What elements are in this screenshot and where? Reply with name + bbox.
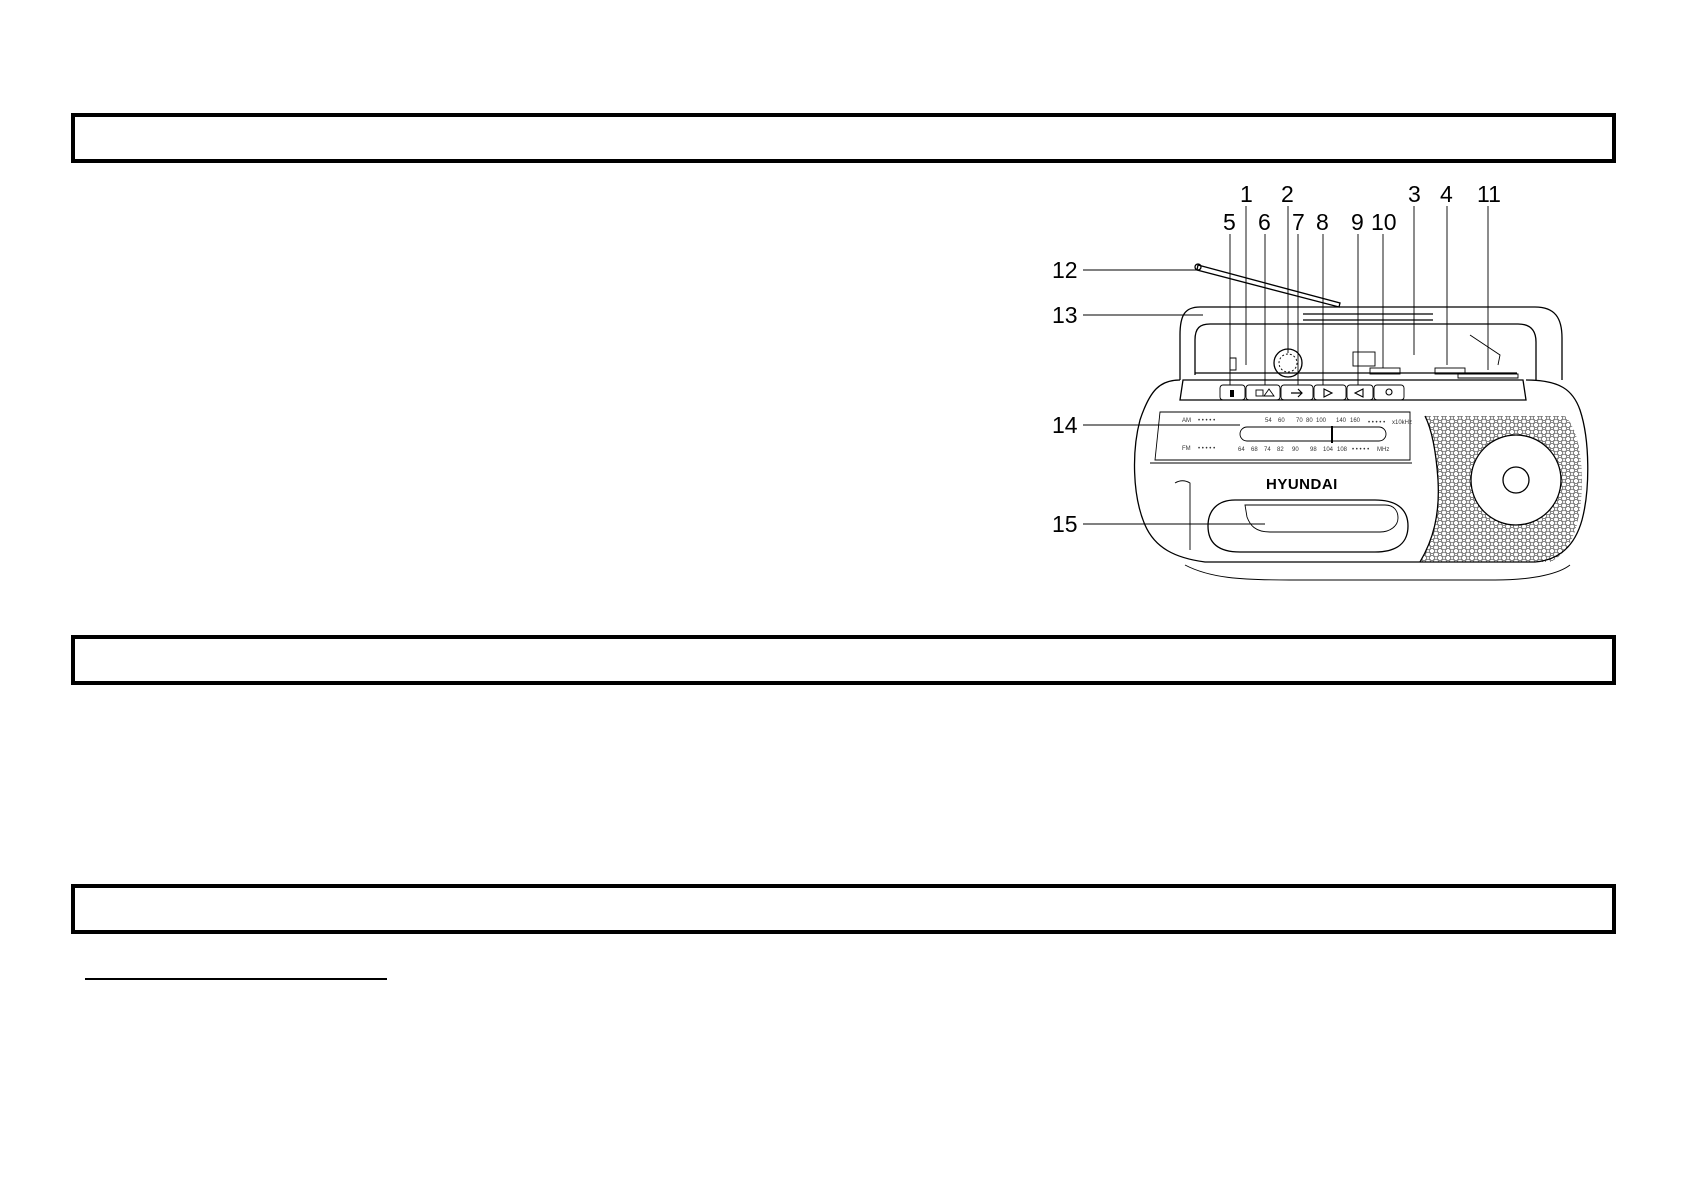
- dial-fm-unit: MHz: [1377, 447, 1389, 453]
- callout-8: 8: [1316, 209, 1329, 235]
- callout-2: 2: [1281, 181, 1294, 207]
- dial-fm-64: 64: [1238, 447, 1245, 453]
- dial-am-60: 60: [1278, 418, 1285, 424]
- callout-1: 1: [1240, 181, 1253, 207]
- dial-fm-104: 104: [1323, 447, 1334, 453]
- svg-text:• • • • •: • • • • •: [1352, 447, 1369, 453]
- dial-am-80: 80: [1306, 418, 1313, 424]
- svg-text:• • • • •: • • • • •: [1198, 446, 1215, 452]
- dial-am-70: 70: [1296, 418, 1303, 424]
- callout-15: 15: [1052, 511, 1078, 537]
- callout-12: 12: [1052, 257, 1078, 283]
- callout-11: 11: [1477, 181, 1501, 207]
- section-header-box-2: [71, 635, 1616, 685]
- dial-fm-90: 90: [1292, 447, 1299, 453]
- dial-am-unit: x10kHz: [1392, 420, 1412, 426]
- callout-10: 10: [1371, 209, 1397, 235]
- callout-6: 6: [1258, 209, 1271, 235]
- dial-fm-82: 82: [1277, 447, 1284, 453]
- callout-14: 14: [1052, 412, 1078, 438]
- dial-fm-68: 68: [1251, 447, 1258, 453]
- callout-9: 9: [1351, 209, 1364, 235]
- callout-5: 5: [1223, 209, 1236, 235]
- dial-fm-74: 74: [1264, 447, 1271, 453]
- dial-am-100: 100: [1316, 418, 1327, 424]
- radio-cassette-player-diagram: 1 2 3 4 11 5 6 7 8 9 10 12 13 14 15: [1052, 181, 1589, 581]
- section-header-box-3: [71, 884, 1616, 934]
- dial-am-160: 160: [1350, 418, 1361, 424]
- dial-fm-label: FM: [1182, 446, 1191, 452]
- callout-13: 13: [1052, 302, 1078, 328]
- svg-text:• • • • •: • • • • •: [1198, 418, 1215, 424]
- section-header-box-1: [71, 113, 1616, 163]
- svg-text:• • • • •: • • • • •: [1368, 420, 1385, 426]
- dial-am-label: AM: [1182, 418, 1191, 424]
- dial-am-140: 140: [1336, 418, 1347, 424]
- dial-am-54: 54: [1265, 418, 1272, 424]
- brand-logo: HYUNDAI: [1266, 476, 1338, 493]
- callout-3: 3: [1408, 181, 1421, 207]
- callout-4: 4: [1440, 181, 1453, 207]
- callout-7: 7: [1292, 209, 1305, 235]
- underlined-heading-rule: [85, 978, 387, 980]
- dial-fm-98: 98: [1310, 447, 1317, 453]
- dial-fm-108: 108: [1337, 447, 1348, 453]
